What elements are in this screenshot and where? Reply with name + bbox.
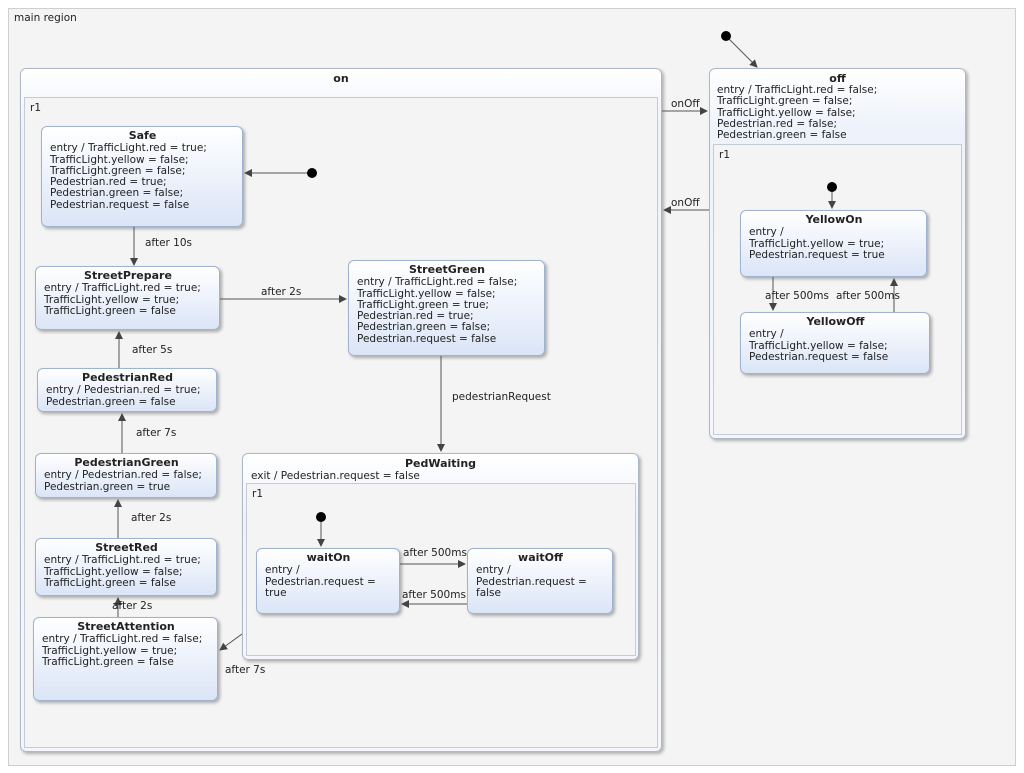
state-yellow-on-behavior: entry / TrafficLight.yellow = true; Pede… — [749, 226, 885, 261]
state-on-region-label: r1 — [30, 102, 41, 114]
state-off-title: off — [829, 72, 846, 85]
transition-label-streetgreen-pedwaiting: pedestrianRequest — [452, 391, 551, 403]
transition-label-pedred-streetprepare: after 5s — [132, 344, 173, 356]
state-wait-off[interactable]: waitOff entry / Pedestrian.request = fal… — [467, 548, 613, 614]
transition-label-streetattention-streetred: after 2s — [112, 600, 153, 612]
state-street-prepare-title: StreetPrepare — [84, 269, 172, 282]
state-yellow-off[interactable]: YellowOff entry / TrafficLight.yellow = … — [740, 312, 930, 374]
state-pedestrian-red-title: PedestrianRed — [82, 371, 173, 384]
state-wait-off-title: waitOff — [518, 551, 563, 564]
state-wait-on-behavior: entry / Pedestrian.request = true — [265, 564, 376, 599]
state-street-prepare-behavior: entry / TrafficLight.red = true; Traffic… — [44, 282, 201, 317]
state-off-region-label: r1 — [719, 149, 730, 161]
main-region-label: main region — [14, 12, 77, 24]
transition-label-yellowon-yellowoff: after 500ms — [765, 290, 829, 302]
state-street-red-behavior: entry / TrafficLight.red = true; Traffic… — [44, 554, 201, 589]
state-street-attention-title: StreetAttention — [77, 620, 175, 633]
state-safe[interactable]: Safe entry / TrafficLight.red = true; Tr… — [41, 126, 243, 227]
state-street-attention-behavior: entry / TrafficLight.red = false; Traffi… — [42, 633, 203, 668]
state-street-red[interactable]: StreetRed entry / TrafficLight.red = tru… — [35, 538, 217, 596]
transition-label-streetred-pedgreen: after 2s — [131, 512, 172, 524]
state-wait-on[interactable]: waitOn entry / Pedestrian.request = true — [256, 548, 400, 614]
state-street-green[interactable]: StreetGreen entry / TrafficLight.red = f… — [348, 260, 545, 356]
state-wait-off-behavior: entry / Pedestrian.request = false — [476, 564, 587, 599]
state-ped-waiting-behavior: exit / Pedestrian.request = false — [251, 470, 420, 482]
state-pedestrian-green-title: PedestrianGreen — [74, 456, 179, 469]
transition-label-streetprepare-streetgreen: after 2s — [261, 286, 302, 298]
transition-label-waitoff-waiton: after 500ms — [402, 589, 466, 601]
state-yellow-on-title: YellowOn — [805, 213, 863, 226]
transition-label-off-on: onOff — [671, 197, 700, 209]
state-ped-waiting-title: PedWaiting — [404, 457, 477, 470]
state-pedestrian-green[interactable]: PedestrianGreen entry / Pedestrian.red =… — [35, 453, 217, 498]
state-street-green-title: StreetGreen — [409, 263, 485, 276]
state-safe-title: Safe — [128, 129, 157, 142]
transition-label-pedgreen-pedred: after 7s — [136, 427, 177, 439]
transition-label-waiton-waitoff: after 500ms — [403, 547, 467, 559]
state-off-region: r1 — [713, 144, 962, 435]
state-ped-waiting-region-label: r1 — [252, 488, 263, 500]
state-pedestrian-red-behavior: entry / Pedestrian.red = true; Pedestria… — [46, 384, 201, 408]
state-on-title: on — [333, 72, 349, 85]
state-yellow-on[interactable]: YellowOn entry / TrafficLight.yellow = t… — [740, 210, 927, 277]
state-street-red-title: StreetRed — [95, 541, 158, 554]
state-pedestrian-green-behavior: entry / Pedestrian.red = false; Pedestri… — [44, 469, 202, 493]
state-pedestrian-red[interactable]: PedestrianRed entry / Pedestrian.red = t… — [37, 368, 217, 412]
state-off-behavior: entry / TrafficLight.red = false; Traffi… — [717, 84, 878, 142]
state-street-prepare[interactable]: StreetPrepare entry / TrafficLight.red =… — [35, 266, 220, 330]
state-street-green-behavior: entry / TrafficLight.red = false; Traffi… — [357, 276, 518, 345]
state-yellow-off-behavior: entry / TrafficLight.yellow = false; Ped… — [749, 328, 889, 363]
transition-label-pedwaiting-streetattention: after 7s — [225, 664, 266, 676]
state-yellow-off-title: YellowOff — [806, 315, 865, 328]
state-street-attention[interactable]: StreetAttention entry / TrafficLight.red… — [33, 617, 218, 701]
transition-label-yellowoff-yellowon: after 500ms — [836, 290, 900, 302]
transition-label-on-off: onOff — [671, 98, 700, 110]
state-safe-behavior: entry / TrafficLight.red = true; Traffic… — [50, 142, 207, 211]
transition-label-safe-streetprepare: after 10s — [145, 237, 193, 249]
state-wait-on-title: waitOn — [306, 551, 351, 564]
